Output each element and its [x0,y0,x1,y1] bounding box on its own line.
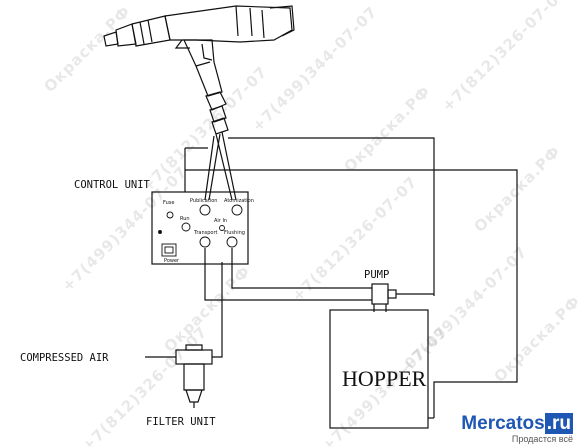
flushing-label: Flushing [224,230,245,236]
spray-gun [103,5,295,135]
gun-hoses [204,131,237,201]
air-to-panel [212,262,223,358]
publication-label: Publication [190,198,217,204]
air-in-label: Air In [214,218,227,224]
hopper-outer-line [185,169,518,418]
mercatos-logo: Mercatos.ru Продастся всё [461,413,573,444]
run-label: Run [180,216,190,222]
transport-label: Transport [193,230,218,236]
brand-tagline: Продастся всё [511,434,573,444]
pump-line-2 [231,248,372,289]
hopper [329,309,429,429]
atomization-label: Atomization [224,198,254,204]
filter-unit [175,344,213,408]
pump [371,283,434,312]
pump-label: PUMP [364,269,389,281]
brand-tld: .ru [544,413,573,434]
gun-return-line [228,137,435,296]
control-unit-label: CONTROL UNIT [74,179,151,191]
hopper-label: HOPPER [342,366,427,391]
brand-name: Mercatos [461,413,545,434]
fuse-label: Fuse [163,200,174,206]
control-panel [151,191,249,265]
filter-unit-label: FILTER UNIT [146,416,216,428]
panel-controls [158,204,243,257]
power-label: Power [164,258,180,264]
compressed-air-label: COMPRESSED AIR [20,352,109,364]
pump-line-1 [204,248,372,301]
